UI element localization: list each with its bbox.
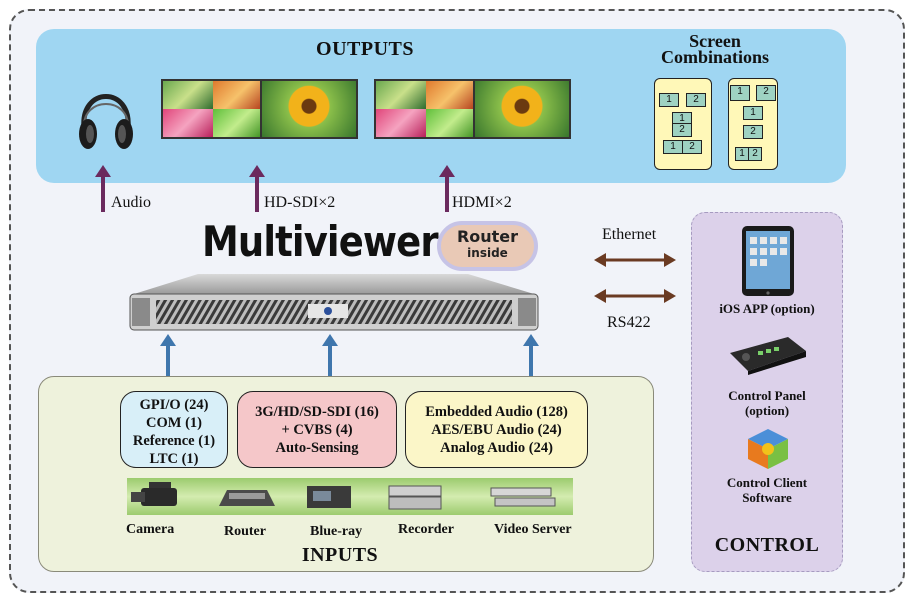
monitor-quad-image [161, 79, 265, 139]
input-arrow-video [322, 334, 338, 378]
reference-text: Reference (1) [132, 433, 216, 449]
combo-cell: 1 [663, 140, 683, 154]
combo-cell: 2 [686, 93, 706, 107]
inputs-title: INPUTS [301, 544, 379, 566]
hdmi-label: HDMI×2 [452, 194, 512, 211]
input-devices-strip [127, 478, 573, 515]
rs422-double-arrow [594, 289, 676, 303]
control-client-label: Control Client Software [692, 475, 842, 505]
auto-sensing-text: Auto-Sensing [275, 440, 359, 456]
audio-inputs-box: Embedded Audio (128) AES/EBU Audio (24) … [405, 391, 588, 468]
gpio-text: GPI/O (24) [139, 397, 209, 413]
com-text: COM (1) [146, 415, 202, 431]
combo-cell: 2 [756, 85, 776, 101]
inside-label: inside [467, 246, 508, 260]
video-server-icon [490, 487, 556, 507]
router-label: Router [456, 227, 519, 246]
combo-cell: 1 [735, 147, 749, 161]
control-panel-icon [730, 337, 806, 375]
embedded-audio-text: Embedded Audio (128) [425, 404, 568, 420]
control-panel: iOS APP (option) Control Panel (option) … [691, 212, 843, 572]
video-inputs-box: 3G/HD/SD-SDI (16) + CVBS (4) Auto-Sensin… [237, 391, 397, 468]
router-inside-badge: Router inside [437, 221, 538, 271]
combo-cell: 2 [743, 125, 763, 139]
monitor-sunflower-image [260, 79, 358, 139]
router-icon [219, 490, 275, 506]
ethernet-double-arrow [594, 253, 676, 267]
recorder-icon [388, 485, 442, 510]
blueray-icon [307, 486, 351, 508]
screen-combinations-title: Screen Combinations [660, 31, 770, 67]
control-inputs-box: GPI/O (24) COM (1) Reference (1) LTC (1) [120, 391, 228, 468]
analog-audio-text: Analog Audio (24) [440, 440, 553, 456]
audio-arrow [95, 165, 111, 212]
combo-cell: 1 [730, 85, 750, 101]
input-arrow-control [160, 334, 176, 378]
ltc-text: LTC (1) [149, 451, 199, 467]
router-device-label: Router [224, 524, 266, 539]
hdsdi-label: HD-SDI×2 [264, 194, 336, 211]
sdi-text: 3G/HD/SD-SDI (16) [255, 404, 379, 420]
control-client-label-line1: Control Client [726, 475, 808, 490]
input-arrow-audio [523, 334, 539, 378]
ios-app-label: iOS APP (option) [719, 301, 815, 316]
video-server-label: Video Server [494, 522, 572, 537]
monitor-quad-image [374, 79, 478, 139]
combo-cell: 1 [659, 93, 679, 107]
blueray-label: Blue-ray [310, 524, 363, 539]
ethernet-label: Ethernet [602, 226, 657, 243]
hdmi-arrow [439, 165, 455, 212]
camera-label: Camera [126, 522, 175, 537]
control-panel-label: Control Panel (option) [692, 388, 842, 418]
multiviewer-device-image [129, 274, 539, 331]
cvbs-text: + CVBS (4) [281, 422, 353, 438]
camera-icon [131, 482, 177, 506]
combo-cell: 2 [672, 123, 692, 137]
audio-label: Audio [111, 194, 151, 211]
headphones-icon [79, 94, 133, 149]
ipad-icon [742, 226, 794, 296]
monitor-sunflower-image [473, 79, 571, 139]
control-panel-label-line1: Control Panel [728, 388, 806, 403]
aes-ebu-text: AES/EBU Audio (24) [431, 422, 562, 438]
combo-cell: 1 [743, 106, 763, 120]
combo-cell: 2 [682, 140, 702, 154]
multiviewer-title: Multiviewer [202, 217, 439, 266]
rs422-label: RS422 [607, 314, 651, 331]
hdsdi-arrow [249, 165, 265, 212]
control-title: CONTROL [714, 534, 820, 556]
control-client-label-line2: Software [742, 490, 792, 505]
control-client-software-icon [748, 429, 788, 469]
control-panel-label-line2: (option) [744, 403, 790, 418]
screen-combination-1: 1 2 1 2 1 2 [654, 78, 712, 170]
recorder-label: Recorder [398, 522, 454, 537]
outputs-title: OUTPUTS [316, 38, 414, 60]
screen-combination-2: 1 2 1 2 1 2 [728, 78, 778, 170]
combo-cell: 2 [748, 147, 762, 161]
